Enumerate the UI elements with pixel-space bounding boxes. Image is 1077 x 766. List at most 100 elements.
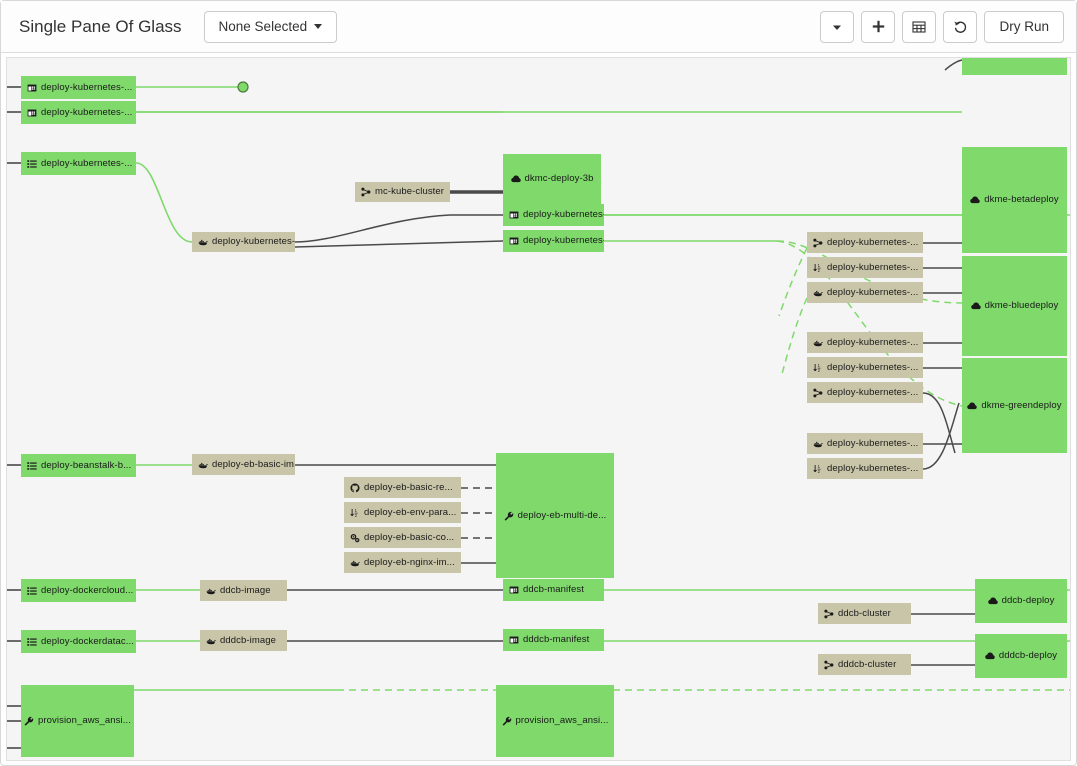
graph-node-label: deploy-kubernetes-... <box>827 437 919 449</box>
docker-whale-icon <box>206 588 216 594</box>
window-table-icon <box>509 236 519 246</box>
graph-node[interactable]: deploy-kubernetes-... <box>807 382 923 403</box>
cluster-share-icon <box>813 388 823 398</box>
graph-node[interactable]: deploy-eb-basic-re... <box>344 477 461 498</box>
selection-dropdown[interactable]: None Selected <box>203 10 338 43</box>
graph-canvas[interactable]: deploy-kubernetes-... deploy-kubernetes-.… <box>7 58 1070 760</box>
graph-node-label: deploy-kubernetes-... <box>41 106 133 118</box>
graph-node[interactable]: deploy-dockercloud... <box>21 579 136 602</box>
cluster-share-icon <box>824 609 834 619</box>
graph-node-label: deploy-eb-multi-de... <box>517 509 607 521</box>
graph-node[interactable]: deploy-beanstalk-b... <box>21 454 136 477</box>
cloud-icon <box>970 195 981 205</box>
graph-node-label: provision_aws_ansi... <box>515 715 609 727</box>
graph-node[interactable]: deploy-kubernetes-... <box>503 230 604 252</box>
graph-node-label: deploy-kubernetes-... <box>41 157 133 169</box>
graph-node-label: deploy-eb-basic-re... <box>364 481 453 493</box>
graph-node[interactable]: deploy-kubernetes-... <box>21 152 136 175</box>
table-grid-icon <box>912 20 927 33</box>
graph-node[interactable]: deploy-kubernetes-... <box>192 232 295 252</box>
graph-node[interactable]: deploy-kubernetes-... <box>503 204 604 226</box>
docker-whale-icon <box>813 439 823 449</box>
graph-node-label: deploy-kubernetes-... <box>827 386 919 398</box>
graph-canvas-viewport[interactable]: deploy-kubernetes-... deploy-kubernetes-.… <box>6 57 1071 761</box>
dry-run-button[interactable]: Dry Run <box>984 10 1064 43</box>
list-icon <box>27 637 37 647</box>
graph-node-label: dddcb-cluster <box>838 658 897 670</box>
graph-node-label: dkmc-deploy-3b <box>524 173 594 185</box>
graph-node[interactable]: deploy-eb-multi-de... <box>496 453 614 578</box>
docker-whale-icon <box>350 558 360 568</box>
cloud-icon <box>987 597 998 605</box>
cloud-icon <box>985 651 995 661</box>
graph-node-label: deploy-eb-basic-co... <box>364 531 455 543</box>
dropdown-caret-button[interactable] <box>820 10 855 43</box>
graph-node[interactable]: deploy-kubernetes-... <box>807 332 923 353</box>
graph-node[interactable]: dkme-greendeploy <box>962 358 1067 453</box>
history-button[interactable] <box>943 10 978 43</box>
cloud-icon <box>970 196 981 204</box>
cluster-share-icon <box>813 238 823 248</box>
graph-node[interactable]: dddcb-manifest <box>503 629 604 651</box>
graph-node[interactable]: deploy-kubernetes-... <box>807 433 923 454</box>
cloud-icon <box>970 301 981 311</box>
graph-node[interactable]: dddcb-deploy <box>975 634 1067 678</box>
graph-node-label: ddcb-manifest <box>523 584 584 596</box>
graph-node[interactable]: dddcb-image <box>200 630 287 651</box>
docker-whale-icon <box>206 636 216 646</box>
graph-node-label: deploy-kubernetes-... <box>523 235 604 247</box>
graph-node-label: ddcb-cluster <box>838 607 891 619</box>
graph-node[interactable]: ddcb-image <box>200 580 287 601</box>
graph-node-label: mc-kube-cluster <box>375 186 445 198</box>
graph-node-label: deploy-eb-env-para... <box>364 506 457 518</box>
graph-node[interactable]: deploy-kubernetes-... <box>21 101 136 124</box>
graph-node[interactable]: dkmc-deploy-3b <box>503 154 601 204</box>
dark-edge-group <box>287 59 975 666</box>
docker-whale-icon <box>813 340 823 346</box>
add-button[interactable] <box>861 10 896 43</box>
chevron-down-icon <box>314 24 323 29</box>
graph-node-label: deploy-kubernetes-... <box>523 209 604 221</box>
graph-node[interactable]: deploy-eb-basic-co... <box>344 527 461 548</box>
graph-node[interactable]: deploy-kubernetes-... <box>21 76 136 99</box>
caret-down-icon <box>833 25 842 30</box>
graph-node[interactable]: ddcb-deploy <box>975 579 1067 623</box>
docker-whale-icon <box>350 560 360 566</box>
docker-whale-icon <box>198 237 208 247</box>
graph-node[interactable]: dddcb-cluster <box>818 654 911 675</box>
grid-view-button[interactable] <box>902 10 937 43</box>
graph-node[interactable]: deploy-kubernetes-... <box>807 282 923 303</box>
sort-numeric-icon: 12 <box>813 363 821 372</box>
graph-node[interactable]: deploy-kubernetes-... <box>807 232 923 253</box>
graph-node[interactable]: mc-kube-cluster <box>355 182 450 202</box>
graph-node-label: dddcb-deploy <box>998 650 1058 662</box>
graph-node[interactable] <box>962 58 1067 75</box>
graph-node[interactable]: dkme-bluedeploy <box>962 256 1067 356</box>
graph-node-label: provision_aws_ansi... <box>38 715 131 727</box>
graph-node[interactable]: provision_aws_ansi... <box>21 685 134 757</box>
svg-text:2: 2 <box>818 468 821 473</box>
list-icon <box>27 586 37 595</box>
graph-node[interactable]: ddcb-manifest <box>503 579 604 601</box>
graph-node[interactable]: deploy-eb-nginx-im... <box>344 552 461 573</box>
svg-text:2: 2 <box>355 512 358 517</box>
cloud-icon <box>510 175 521 183</box>
svg-text:1: 1 <box>818 363 821 368</box>
window-table-icon <box>27 83 37 93</box>
edge-endpoint-dot[interactable] <box>237 81 249 93</box>
wrench-icon <box>24 716 34 726</box>
cogs-icon <box>350 533 360 542</box>
graph-node-label: deploy-kubernetes-... <box>827 336 919 348</box>
graph-node[interactable]: provision_aws_ansi... <box>496 685 614 757</box>
graph-node[interactable]: ddcb-cluster <box>818 603 911 624</box>
graph-node-label: deploy-kubernetes-... <box>827 361 919 373</box>
sort-numeric-icon: 12 <box>813 263 821 272</box>
graph-node[interactable]: dkme-betadeploy <box>962 147 1067 253</box>
graph-node[interactable]: deploy-eb-basic-im... <box>192 454 295 475</box>
graph-node[interactable]: deploy-dockerdatac... <box>21 630 136 653</box>
